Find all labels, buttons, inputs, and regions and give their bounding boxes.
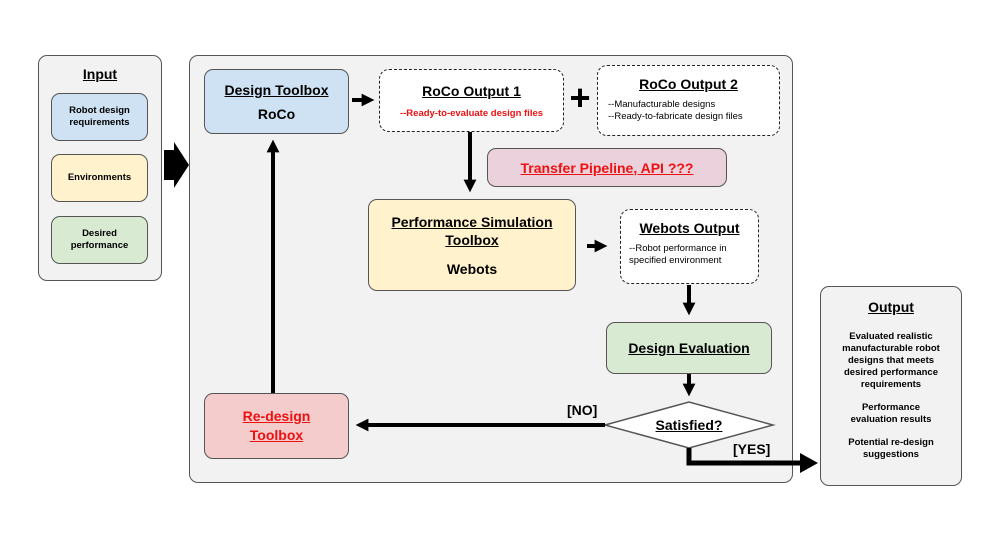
redesign-toolbox: Re-design Toolbox xyxy=(204,393,349,459)
design-evaluation: Design Evaluation xyxy=(606,322,772,374)
webots-output-text: --Robot performance in specified environ… xyxy=(629,243,727,266)
input-title: Input xyxy=(82,66,118,82)
satisfied-diamond xyxy=(602,401,776,449)
input-to-main-arrow xyxy=(164,142,189,188)
plus-sign: + xyxy=(569,77,591,118)
input-item-environments: Environments xyxy=(51,154,148,202)
output-title: Output xyxy=(868,299,914,315)
redesign-title: Re-design Toolbox xyxy=(242,408,311,443)
output-panel: Output Evaluated realistic manufacturabl… xyxy=(820,286,962,486)
webots-output: Webots Output --Robot performance in spe… xyxy=(620,209,759,284)
yes-arrow xyxy=(686,448,805,466)
input-item-robot-design-requirements: Robot design requirements xyxy=(51,93,148,141)
design-evaluation-title: Design Evaluation xyxy=(628,340,750,356)
roco-output-1: RoCo Output 1 --Ready-to-evaluate design… xyxy=(379,69,564,132)
transfer-pipeline: Transfer Pipeline, API ??? xyxy=(487,148,727,187)
satisfied-label: Satisfied? xyxy=(655,417,723,433)
transfer-pipeline-label: Transfer Pipeline, API ??? xyxy=(520,159,694,176)
perf-sim-subtitle: Webots xyxy=(446,261,498,277)
roco-output-1-title: RoCo Output 1 xyxy=(422,82,521,99)
design-toolbox-title: Design Toolbox xyxy=(224,81,329,98)
output-item-suggestions: Potential re-design suggestions xyxy=(848,437,934,460)
performance-simulation-toolbox: Performance Simulation Toolbox Webots xyxy=(368,199,576,291)
webots-output-title: Webots Output xyxy=(639,220,740,236)
perf-sim-title: Performance Simulation Toolbox xyxy=(391,214,553,248)
output-item-results: Performance evaluation results xyxy=(850,402,932,425)
output-item-designs: Evaluated realistic manufacturable robot… xyxy=(842,331,940,390)
no-label: [NO] xyxy=(567,402,598,418)
roco-output-2: RoCo Output 2 --Manufacturable designs -… xyxy=(597,65,780,136)
design-toolbox: Design Toolbox RoCo xyxy=(204,69,349,134)
roco-output-2-line-2: --Ready-to-fabricate design files xyxy=(608,111,743,122)
design-toolbox-subtitle: RoCo xyxy=(257,105,296,122)
roco-output-2-line-1: --Manufacturable designs xyxy=(608,99,716,110)
yes-label: [YES] xyxy=(733,441,771,457)
roco-output-2-title: RoCo Output 2 xyxy=(639,76,738,92)
input-item-desired-performance: Desired performance xyxy=(51,216,148,264)
yes-arrow-head xyxy=(800,453,818,473)
roco-output-1-text: --Ready-to-evaluate design files xyxy=(399,107,544,119)
